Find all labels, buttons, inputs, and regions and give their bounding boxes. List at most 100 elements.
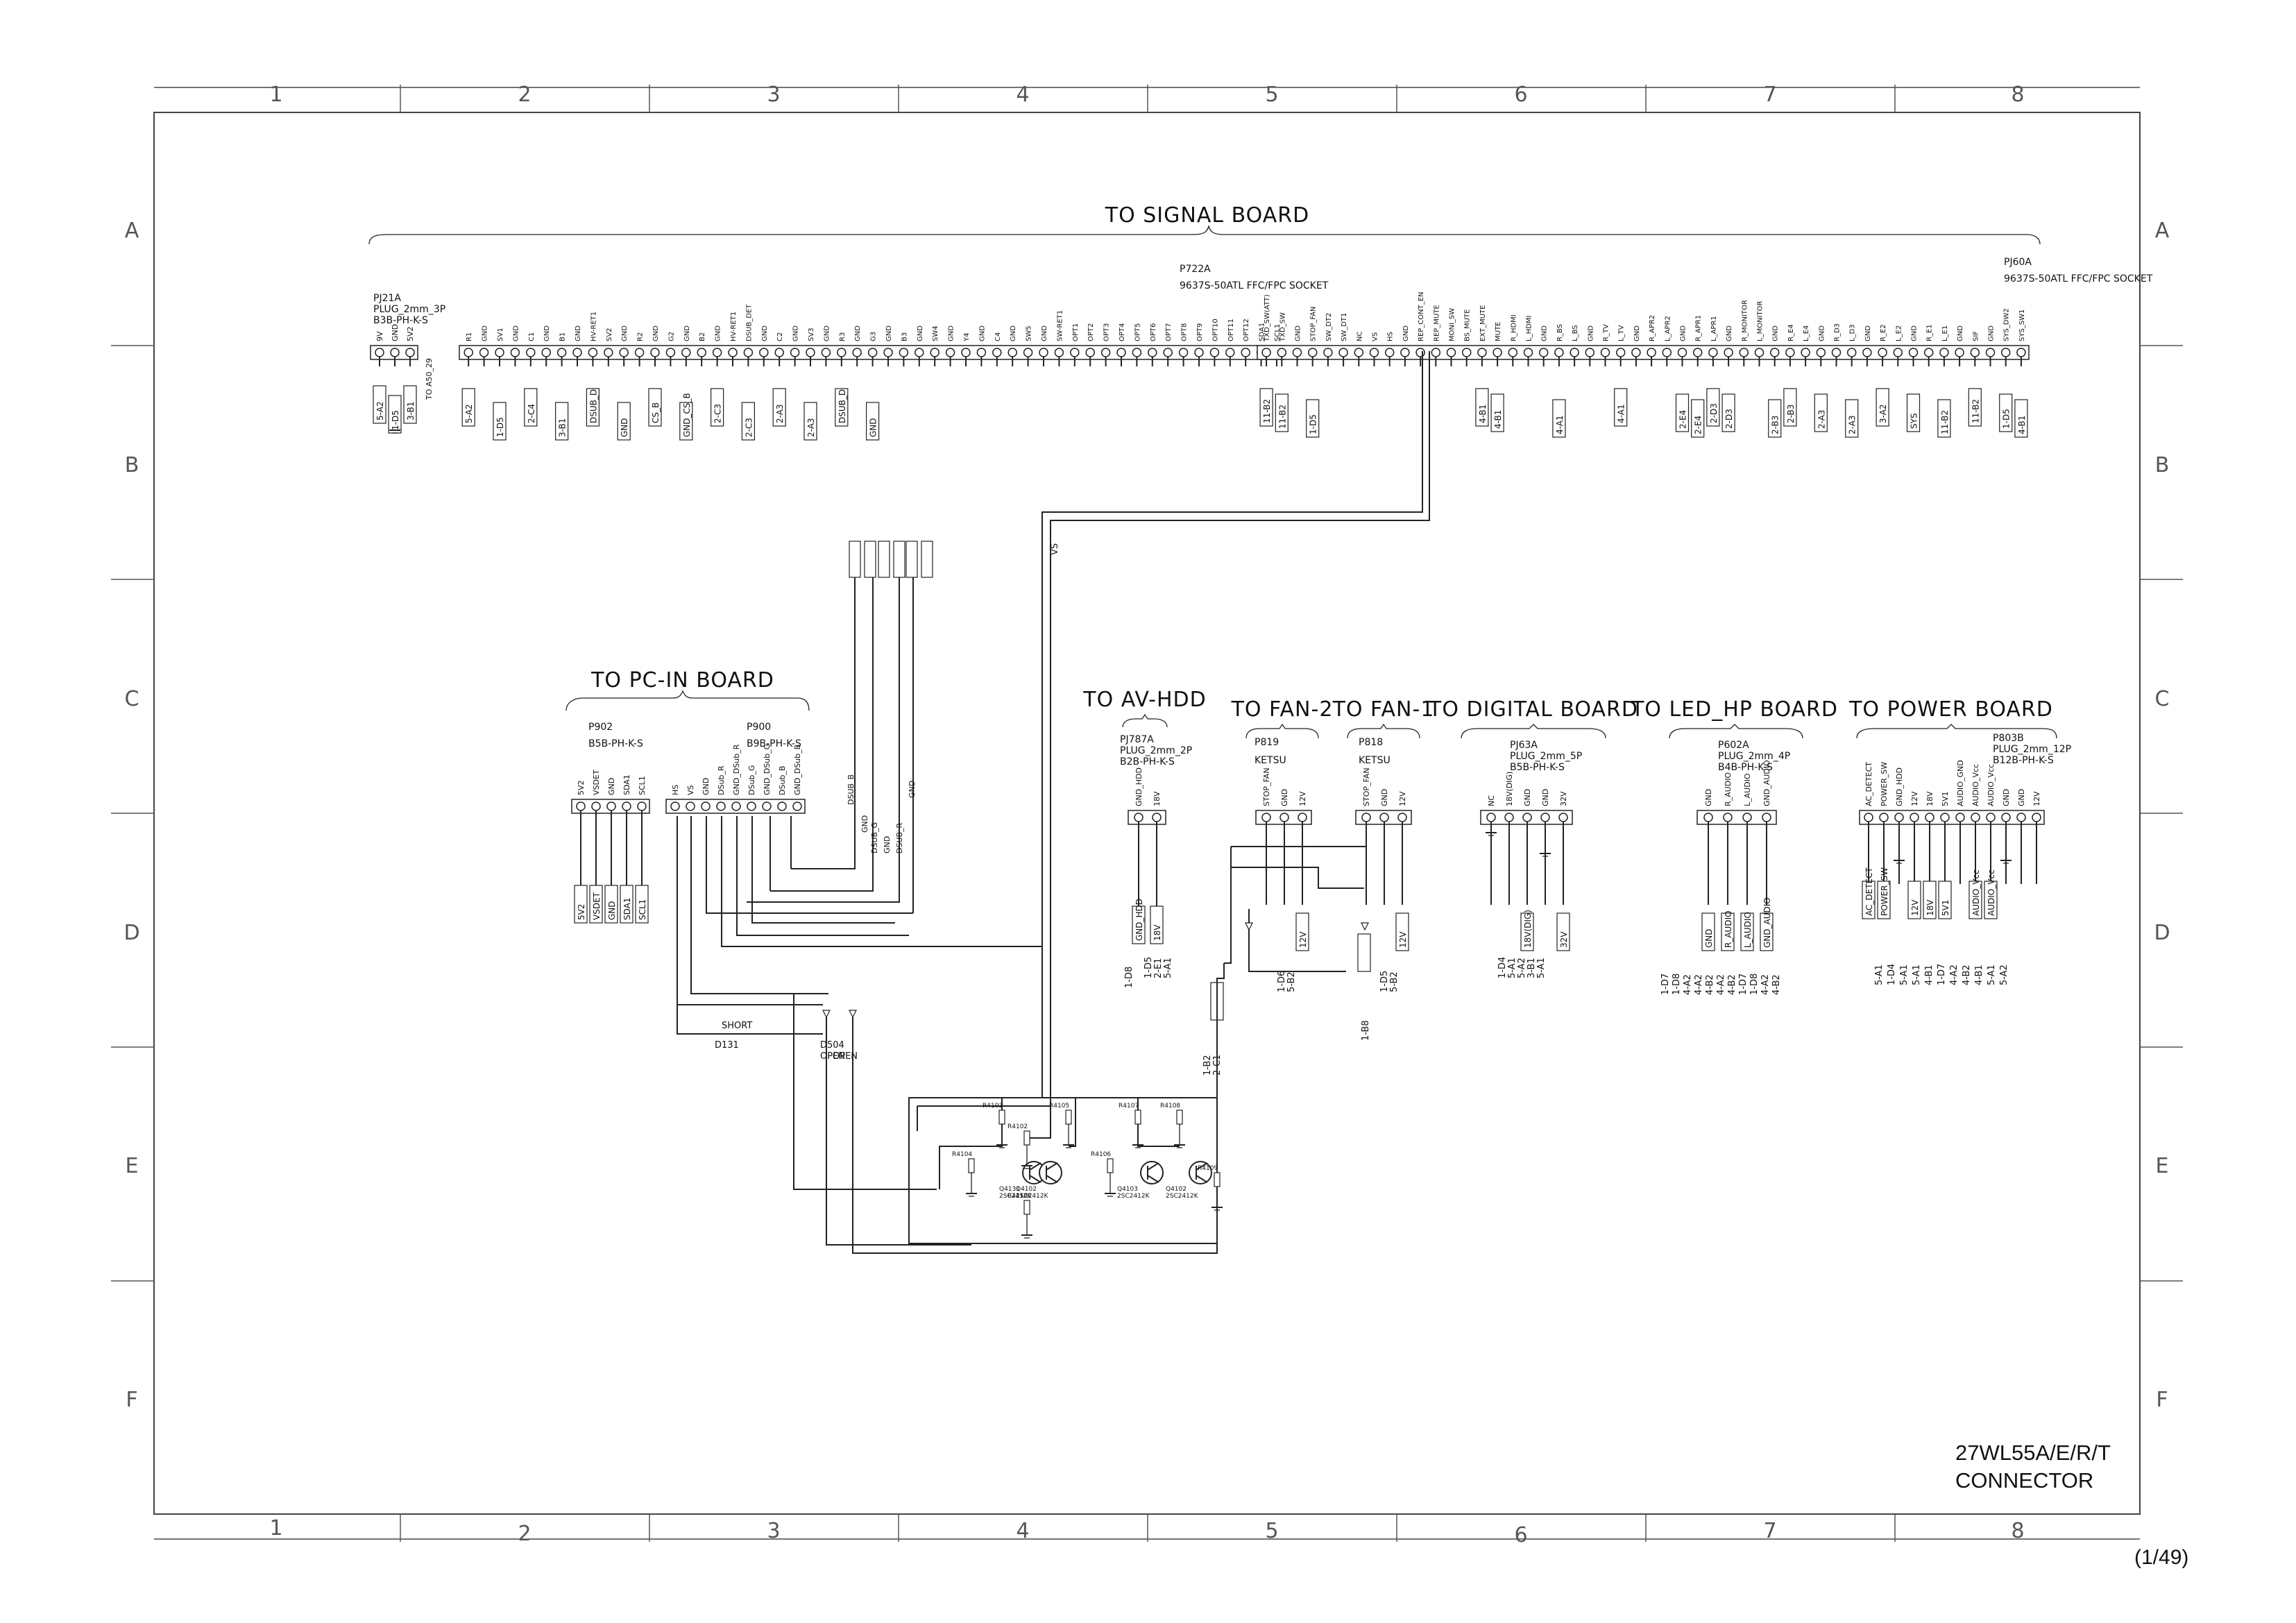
p722a-tag-text: GND_CS_B <box>682 393 692 437</box>
p722a-tag-text: 2-A3 <box>806 418 816 437</box>
p722a-pin <box>1194 348 1204 357</box>
pj60a-pin-label: MUTE <box>1495 322 1502 341</box>
p722a-tag-text: CS_B <box>651 402 661 423</box>
pj60a-pin <box>1508 348 1518 357</box>
row-label: A <box>2155 219 2170 243</box>
col-label: 6 <box>1514 83 1527 107</box>
led-hp-pin-label: GND <box>1704 789 1713 806</box>
power-pin-label: AC_DETECT <box>1864 762 1873 806</box>
pj60a-tag-text: 2-A3 <box>1817 409 1826 429</box>
col-label: 1 <box>269 83 282 107</box>
power-tag-text: POWER_SW <box>1880 867 1889 916</box>
part-d504: D504 <box>820 1040 844 1051</box>
av-hdd-pin-label: 18V <box>1153 791 1162 806</box>
pj60a-pin <box>1739 348 1749 357</box>
digital-ref: 5-A2 <box>1517 958 1527 978</box>
p902-pin <box>591 801 601 811</box>
power-tag-text: AUDIO_Vcc <box>1987 869 1996 916</box>
p900-pin-label: VS <box>686 785 695 795</box>
pj60a-pin-label: TXD_SW(ATT) <box>1264 294 1271 342</box>
pj60a-pin <box>1955 348 1964 357</box>
pj60a-pin <box>1893 348 1903 357</box>
pj60a-tag <box>1490 393 1504 432</box>
p722a-pin <box>1178 348 1189 357</box>
p902-pin <box>606 801 616 811</box>
p722a-pin-label: OPT1 <box>1072 323 1080 341</box>
pj60a-pin <box>1846 348 1857 357</box>
row-label: B <box>125 453 139 477</box>
digital-pin <box>1558 813 1568 822</box>
pj60a-pin-label: R_APR1 <box>1695 315 1703 341</box>
av-hdd-ref: PJ787A <box>1120 734 1154 745</box>
pc-net-label: GND <box>908 781 917 798</box>
p722a-pin <box>495 348 504 357</box>
digital-tag <box>1556 912 1570 951</box>
power-pin <box>2016 813 2026 822</box>
p902-tag <box>589 885 603 924</box>
fan1-pin <box>1379 813 1389 822</box>
row-label: D <box>2154 921 2170 945</box>
fan2-pin-label: GND <box>1280 789 1289 806</box>
p722a-pin-label: GND <box>978 325 986 341</box>
p722a-tag <box>617 402 631 441</box>
resistor <box>1023 1200 1030 1215</box>
p722a-pin <box>681 348 691 357</box>
fan1-heading: TO FAN-1 <box>1332 697 1435 722</box>
fan2-ref: 5-B2 <box>1286 971 1297 992</box>
pj60a-tag-text: SYS <box>1910 413 1919 429</box>
col-label: 5 <box>1265 83 1278 107</box>
pj21a-pin-label: GND <box>391 324 400 341</box>
p722a-pin-label: GND <box>1010 325 1017 341</box>
col-label: 3 <box>767 1519 780 1543</box>
p722a-tag-text: DSUB_D <box>588 389 598 423</box>
led-hp-ref: 1-D7 <box>1738 974 1749 995</box>
pj60a-tag-text: 2-B3 <box>1771 416 1780 434</box>
pj60a-pin <box>1369 348 1379 357</box>
digital-pin-label: 18V(DIG) <box>1505 772 1514 806</box>
digital-pin-label: GND <box>1541 789 1550 806</box>
pj60a-pin <box>1908 348 1919 357</box>
p722a-pin <box>915 348 924 357</box>
p722a-pin <box>1085 348 1095 357</box>
digital-tag-text: 32V <box>1559 931 1569 948</box>
col-label: 7 <box>1763 83 1776 107</box>
led-hp-pin <box>1742 813 1752 822</box>
p722a-tag <box>772 388 786 427</box>
p722a-pin <box>1148 348 1157 357</box>
pj60a-pin-label: L_D3 <box>1849 324 1857 341</box>
led-hp-tag <box>1740 912 1754 951</box>
digital-pin-label: NC <box>1487 795 1496 806</box>
transistor-collector <box>1029 1162 1041 1171</box>
p722a-pin-label: GND <box>917 325 924 341</box>
p722a-pin <box>1163 348 1173 357</box>
col-label: 4 <box>1016 83 1029 107</box>
resistor <box>1134 1110 1141 1125</box>
p902-tag <box>574 885 588 924</box>
transistor-body <box>1140 1161 1164 1184</box>
p722a-pin <box>852 348 862 357</box>
p722a-pin <box>1241 348 1250 357</box>
pj60a-pin-label: L_BS <box>1572 325 1579 341</box>
p722a-pin-label: GND <box>575 325 582 341</box>
p722a-pin-label: GND <box>715 325 722 341</box>
pj21a-pin <box>390 348 400 357</box>
p722a-pin <box>806 348 815 357</box>
led-hp-pin-label: R_AUDIO <box>1724 772 1733 806</box>
fan2-pin <box>1279 813 1289 822</box>
pj21a-pin-label: 9V <box>375 331 384 341</box>
vs-net-label: VS <box>1050 543 1060 555</box>
resistor <box>968 1158 975 1173</box>
p722a-pin-label: B2 <box>699 332 706 341</box>
pj60a-pin-label: R_APR2 <box>1649 315 1656 341</box>
pj60a-pin-label: R_E2 <box>1880 324 1887 341</box>
model-number: 27WL55A/E/R/T <box>1955 1441 2111 1465</box>
power-pin <box>1940 813 1950 822</box>
pj60a-pin-label: R_TV <box>1603 324 1610 341</box>
drawing-frame <box>111 85 2183 1542</box>
p722a-pin-label: GND <box>854 325 862 341</box>
p722a-pin-label: OPT9 <box>1196 323 1204 341</box>
pj21a-tag-text: 3-B1 <box>406 402 416 420</box>
pc-net-label: DSUB_R <box>895 822 904 853</box>
p902-pin-label: SDA1 <box>622 774 631 795</box>
pj60a-tag <box>1675 393 1690 432</box>
